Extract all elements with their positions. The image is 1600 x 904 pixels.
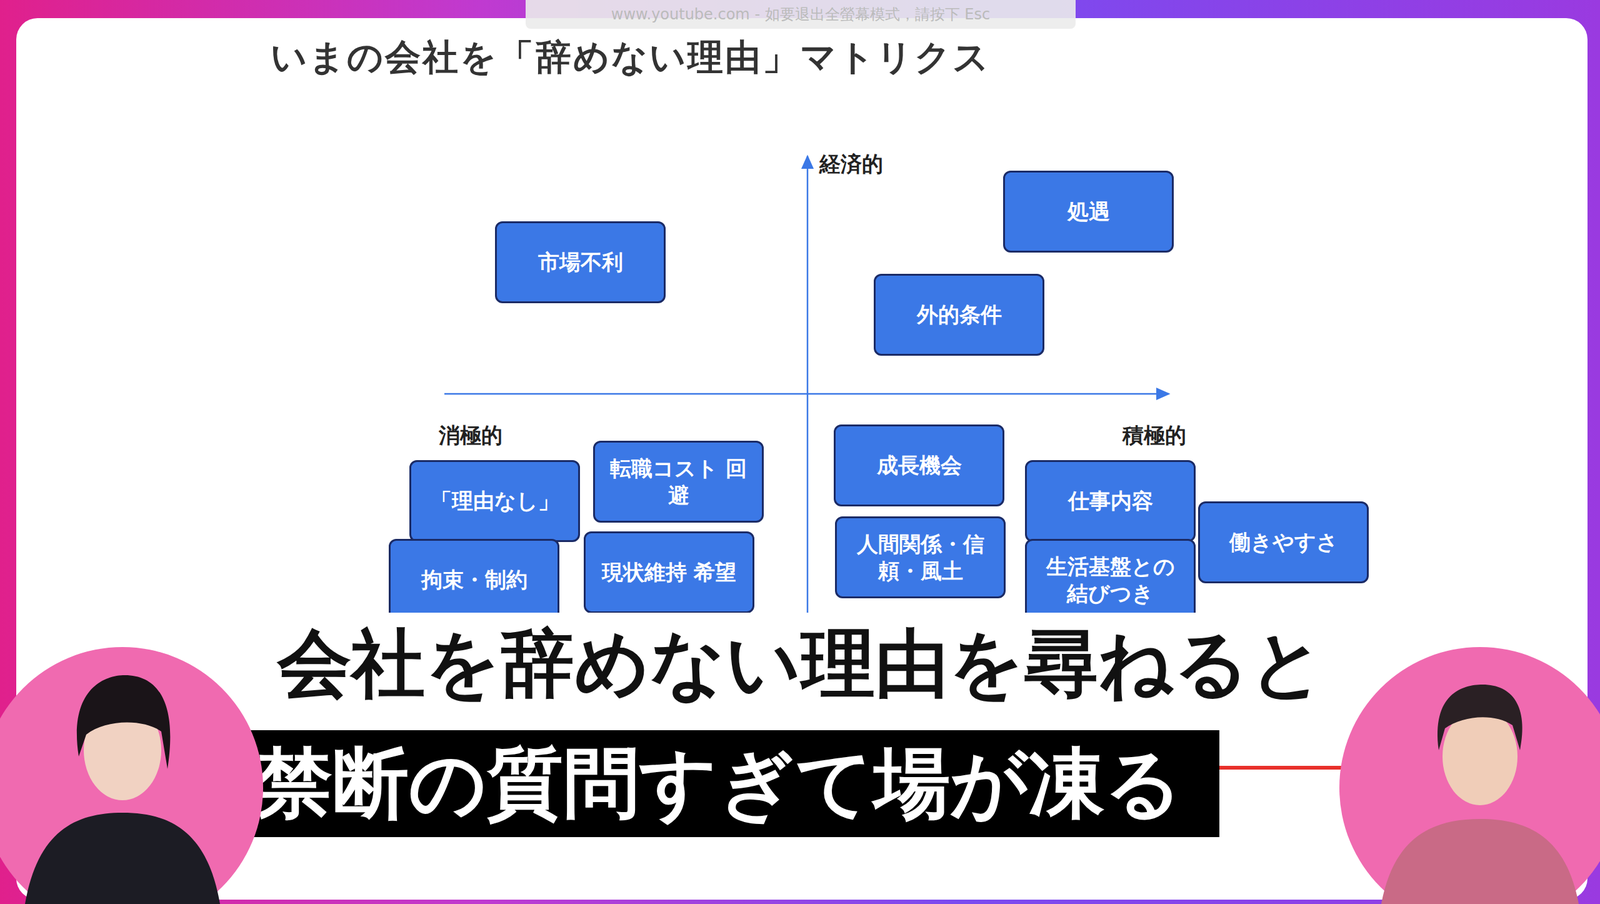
axis-label: 経済的	[819, 150, 884, 179]
box-label: 拘束・制約	[421, 566, 528, 594]
box-label: 外的条件	[916, 301, 1002, 329]
box-label: 処遇	[1067, 198, 1110, 225]
box-label: 転職コスト 回避	[606, 455, 751, 509]
box-label: 現状維持 希望	[601, 558, 737, 586]
box-label: 仕事内容	[1068, 487, 1154, 515]
box-label: 市場不利	[538, 248, 624, 276]
reason-box: 現状維持 希望	[583, 531, 755, 614]
box-label: 「理由なし」	[430, 487, 560, 515]
box-label: 成長機会	[876, 451, 962, 479]
reason-box: 人間関係・信頼・風土	[835, 516, 1006, 599]
reason-box: 働きやすさ	[1198, 501, 1369, 584]
reason-box: 転職コスト 回避	[593, 440, 764, 523]
reason-box: 成長機会	[833, 424, 1005, 507]
reason-box: 外的条件	[873, 273, 1045, 356]
slide-title: いまの会社を「辞めない理由」マトリクス	[270, 33, 991, 82]
box-label: 人間関係・信頼・風土	[848, 530, 993, 584]
browser-notice: www.youtube.com - 如要退出全螢幕模式，請按下 Esc	[525, 0, 1076, 29]
reason-box: 市場不利	[495, 221, 666, 304]
reason-box: 処遇	[1003, 170, 1174, 253]
reason-box: 拘束・制約	[388, 538, 560, 621]
reason-box: 生活基盤との 結びつき	[1025, 538, 1196, 621]
reason-box: 仕事内容	[1025, 460, 1196, 542]
box-label: 生活基盤との 結びつき	[1038, 553, 1183, 607]
axis-label: 積極的	[1122, 421, 1187, 450]
subtitle-line: 禁断の質問すぎて場が凍る	[219, 730, 1220, 837]
axis-label: 消極的	[438, 421, 503, 450]
box-label: 働きやすさ	[1229, 528, 1339, 556]
subtitle-line: 会社を辞めない理由を尋ねると	[245, 612, 1358, 715]
reason-box: 「理由なし」	[409, 460, 580, 542]
